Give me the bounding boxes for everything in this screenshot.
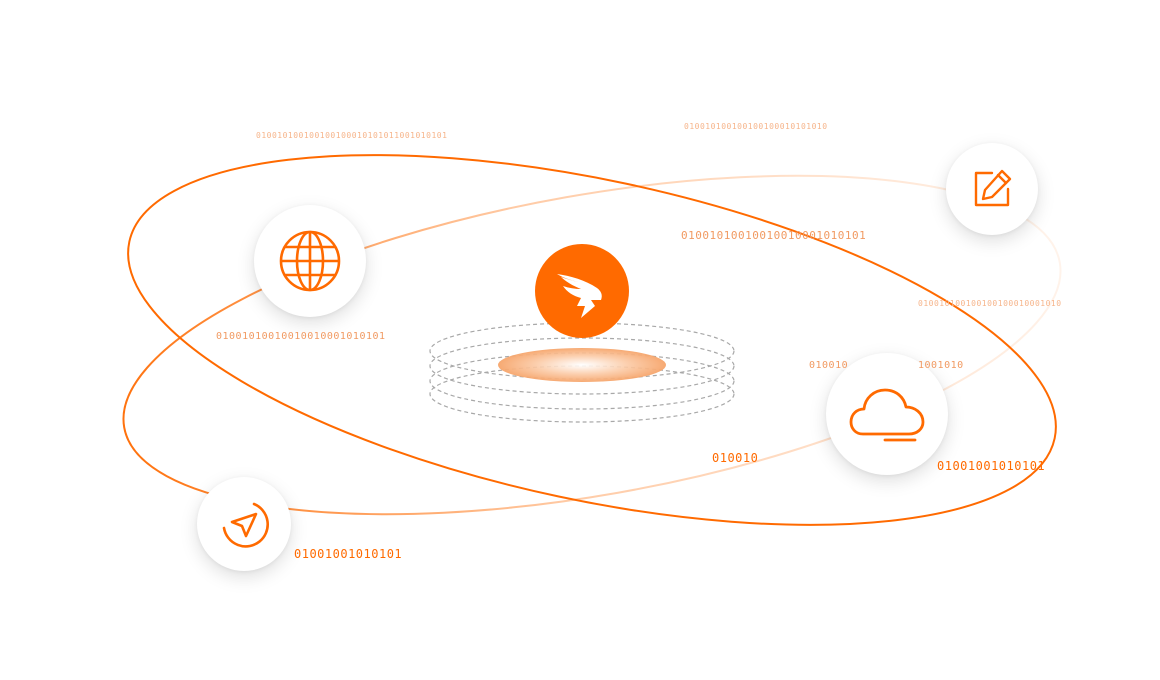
binary-label-cloud-right: 1001010: [918, 360, 964, 371]
edit-icon: [974, 169, 1012, 207]
platform-disk: [498, 348, 666, 382]
dingtalk-logo-icon: [535, 244, 629, 338]
send-icon: [222, 502, 269, 548]
binary-label-send-right: 01001001010101: [294, 547, 403, 561]
binary-label-cloud-below: 01001001010101: [937, 459, 1046, 473]
binary-label-cloud-left: 010010: [809, 360, 849, 371]
cloud-node[interactable]: [826, 353, 948, 475]
binary-label-center-low: 010010: [712, 451, 759, 465]
binary-label-right-faint: 010010100100100100010001010: [918, 299, 1062, 308]
platform-rings: [429, 322, 735, 423]
orbit-primary: [127, 154, 1057, 526]
cloud-icon: [849, 388, 925, 442]
send-node[interactable]: [197, 477, 291, 571]
binary-label-top-left: 010010100100100100010101011001010101: [256, 131, 448, 140]
binary-label-top-right: 010010100100100100010101010: [684, 122, 828, 131]
globe-node[interactable]: [254, 205, 366, 317]
edit-node[interactable]: [946, 143, 1038, 235]
binary-label-center-right: 01001010010010010001010101: [681, 229, 867, 242]
binary-label-left-mid: 01001010010010010001010101: [216, 331, 386, 342]
globe-icon: [279, 230, 341, 292]
orbit-secondary: [122, 174, 1062, 516]
